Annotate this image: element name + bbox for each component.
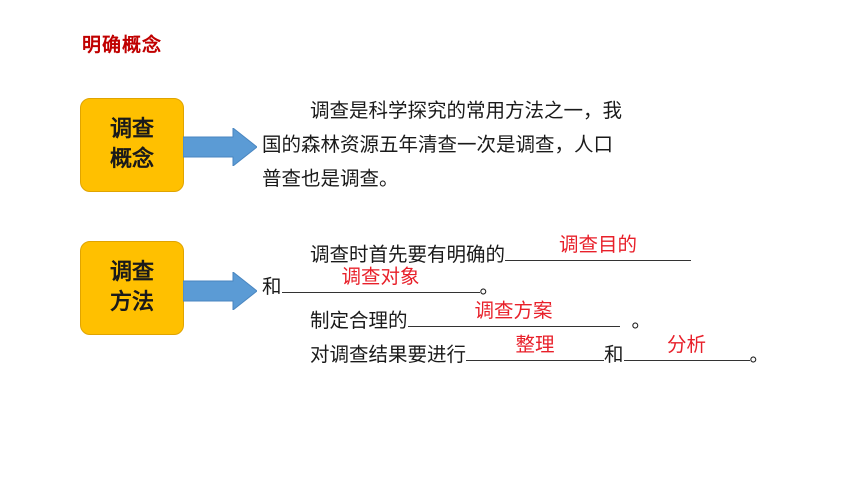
method-row4-suffix: 。 — [749, 343, 770, 366]
answer-2: 调查对象 — [341, 265, 420, 288]
method-row2-suffix: 。 — [479, 275, 500, 298]
concept-line-1: 调查是科学探究的常用方法之一，我 — [310, 99, 623, 122]
method-box-line1: 调查 — [109, 260, 154, 285]
concept-box-definition: 调查 概念 — [80, 98, 184, 192]
method-row-2: 和 调查对象 。 — [262, 266, 500, 302]
answer-5: 分析 — [667, 333, 707, 356]
concept-line-3: 普查也是调查。 — [262, 167, 399, 190]
concept-box-method: 调查 方法 — [80, 241, 184, 335]
method-row2-text: 和 — [262, 275, 282, 298]
concept-box-line1: 调查 — [109, 117, 154, 142]
section-heading: 明确概念 — [82, 34, 163, 56]
method-row3-suffix: 。 — [631, 309, 652, 332]
fill-blank-2: 调查对象 — [281, 266, 480, 293]
method-row-1: 调查时首先要有明确的 调查目的 — [310, 234, 692, 270]
method-row1-text: 调查时首先要有明确的 — [310, 243, 506, 266]
right-arrow-icon — [183, 272, 257, 310]
method-row-4: 对调查结果要进行 整理 和 分析 。 — [310, 334, 770, 370]
method-row-3: 制定合理的 调查方案 。 — [310, 300, 652, 336]
concept-line-2: 国的森林资源五年清查一次是调查，人口 — [262, 133, 614, 156]
answer-4: 整理 — [515, 333, 555, 356]
method-row4-text: 对调查结果要进行 — [310, 343, 467, 366]
method-row4-middle: 和 — [604, 343, 624, 366]
right-arrow-icon — [183, 128, 257, 166]
method-box-line2: 方法 — [109, 290, 154, 315]
fill-blank-3: 调查方案 — [407, 300, 620, 327]
fill-blank-5: 分析 — [623, 334, 750, 361]
concept-box-line2: 概念 — [109, 147, 154, 172]
answer-3: 调查方案 — [474, 299, 553, 322]
method-row3-text: 制定合理的 — [310, 309, 408, 332]
fill-blank-4: 整理 — [466, 334, 605, 361]
answer-1: 调查目的 — [559, 233, 638, 256]
fill-blank-1: 调查目的 — [505, 234, 692, 261]
